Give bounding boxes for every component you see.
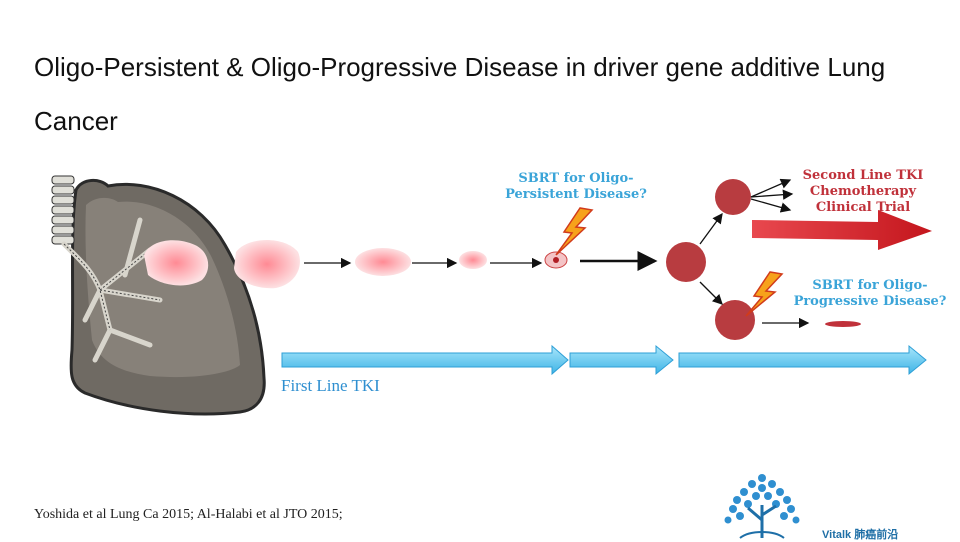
sbrt-progressive-line-2: Progressive Disease?	[793, 294, 947, 309]
lightning-icon-2	[745, 271, 784, 317]
brand-label: Vitalk 肺癌前沿	[822, 529, 899, 541]
progressing-nodule	[666, 242, 706, 282]
lightning-icon	[555, 207, 594, 256]
sbrt-progressive-line-1: SBRT for Oligo-	[812, 278, 928, 293]
lung-illustration	[51, 175, 266, 416]
branch-arrows	[699, 178, 810, 329]
tumor-stage-2	[355, 248, 411, 276]
sbrt-persistent-line-1: SBRT for Oligo-	[518, 171, 634, 186]
second-line-label: Second Line TKI Chemotherapy Clinical Tr…	[788, 168, 938, 216]
first-line-tki-label: First Line TKI	[281, 376, 380, 395]
lower-nodule	[715, 300, 755, 340]
tree-logo-icon	[724, 474, 800, 539]
tumor-stage-1	[234, 240, 300, 289]
tumor-stage-3	[459, 251, 487, 269]
slide-title: Oligo-Persistent & Oligo-Progressive Dis…	[34, 52, 886, 136]
clinical-trial: Clinical Trial	[815, 200, 911, 215]
treatment-arrow	[752, 210, 932, 250]
reference-citation: Yoshida et al Lung Ca 2015; Al-Halabi et…	[34, 507, 343, 522]
sbrt-persistent-label: SBRT for Oligo- Persistent Disease?	[488, 171, 664, 203]
first-line-timeline	[281, 344, 927, 376]
chemotherapy: Chemotherapy	[809, 184, 917, 199]
sbrt-progressive-label: SBRT for Oligo- Progressive Disease?	[782, 278, 958, 310]
progression-arrows	[304, 251, 658, 271]
upper-nodule	[715, 179, 751, 215]
second-line-tki: Second Line TKI	[802, 168, 924, 183]
sbrt-persistent-line-2: Persistent Disease?	[505, 187, 647, 202]
small-nodule	[825, 321, 861, 327]
lung-tumor	[144, 240, 209, 286]
